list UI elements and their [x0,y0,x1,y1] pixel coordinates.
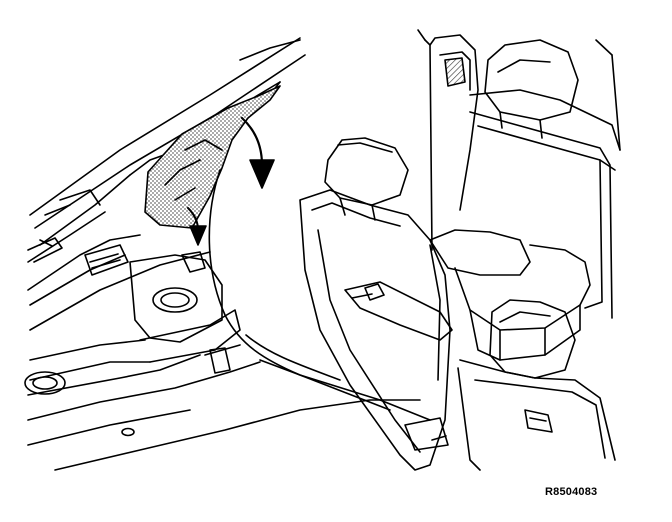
second-row-seat [299,137,453,471]
rear-seat-back [429,34,621,319]
floor-edge [208,169,431,421]
pillar-trim-panel [144,85,281,229]
figure-reference-code: R8504083 [545,486,598,498]
door-panel [27,251,241,396]
dashboard-left [27,234,211,331]
removal-arrow-small [187,207,207,246]
center-armrest [429,229,591,361]
foreground-seat [457,299,616,471]
door-frame-right [417,29,433,251]
floor-sill [24,344,421,471]
removal-arrow-large [240,116,275,189]
roof-pillar-area [27,37,306,263]
